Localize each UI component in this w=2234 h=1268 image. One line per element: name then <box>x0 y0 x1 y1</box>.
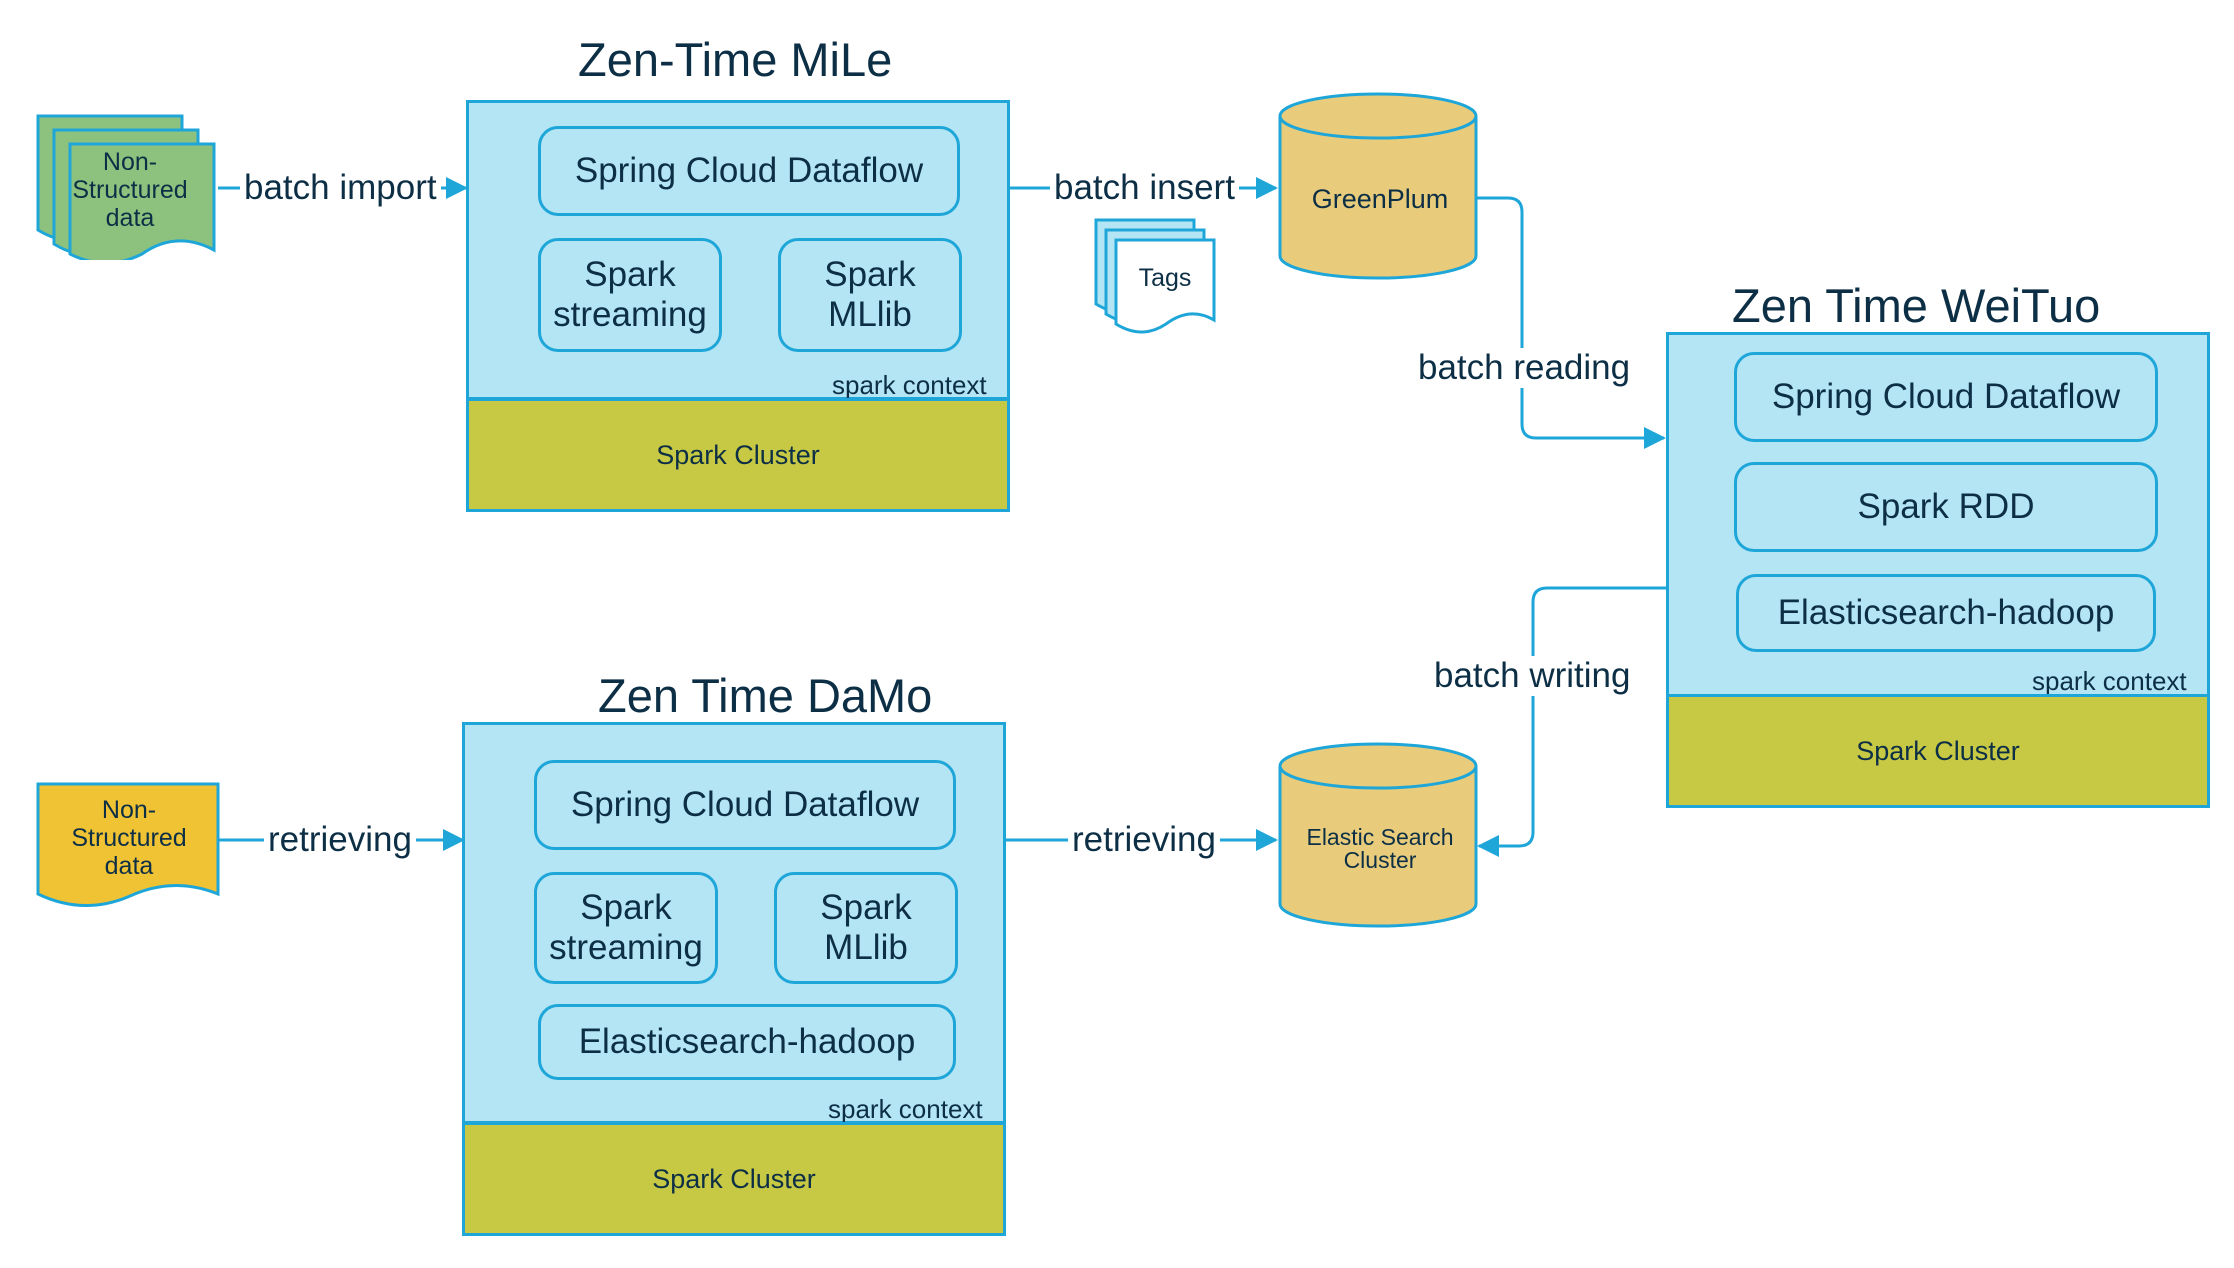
damo-module-elasticsearch-hadoop: Elasticsearch-hadoop <box>538 1004 956 1080</box>
source-bottom-label: Non- Structured data <box>71 796 187 880</box>
mile-module-spring-cloud-dataflow: Spring Cloud Dataflow <box>538 126 960 216</box>
edge-label-retrieving-in: retrieving <box>264 820 416 860</box>
edge-label-batch-reading: batch reading <box>1414 348 1635 388</box>
mile-context-label: spark context <box>832 370 987 400</box>
weituo-spark-cluster: Spark Cluster <box>1666 694 2210 808</box>
edge-label-batch-insert: batch insert <box>1050 168 1239 208</box>
mile-module-spark-mllib: Spark MLlib <box>778 238 962 352</box>
mile-title: Zen-Time MiLe <box>578 33 893 86</box>
elastic-search-cluster-database-icon <box>1278 742 1478 928</box>
weituo-module-elasticsearch-hadoop: Elasticsearch-hadoop <box>1736 574 2156 652</box>
source-top-label: Non- Structured data <box>72 148 188 232</box>
damo-module-spark-mllib: Spark MLlib <box>774 872 958 984</box>
mile-module-spark-streaming: Spark streaming <box>538 238 722 352</box>
edge-batch-reading <box>1477 196 1666 449</box>
edge-label-batch-import: batch import <box>240 168 441 208</box>
non-structured-data-stack-icon <box>36 114 216 260</box>
tags-label: Tags <box>1138 264 1192 292</box>
weituo-title: Zen Time WeiTuo <box>1732 279 2101 332</box>
damo-module-spark-streaming: Spark streaming <box>534 872 718 984</box>
edge-label-batch-writing: batch writing <box>1430 656 1635 696</box>
damo-context-label: spark context <box>828 1094 983 1124</box>
weituo-context-label: spark context <box>2032 666 2187 696</box>
greenplum-database-icon <box>1278 92 1478 280</box>
damo-spark-cluster: Spark Cluster <box>462 1122 1006 1236</box>
damo-title: Zen Time DaMo <box>598 669 933 722</box>
damo-module-spring-cloud-dataflow: Spring Cloud Dataflow <box>534 760 956 850</box>
edge-batch-writing <box>1477 586 1666 857</box>
greenplum-label: GreenPlum <box>1311 184 1449 214</box>
mile-spark-cluster: Spark Cluster <box>466 398 1010 512</box>
weituo-module-spring-cloud-dataflow: Spring Cloud Dataflow <box>1734 352 2158 442</box>
elastic-search-cluster-label: Elastic Search Cluster <box>1306 824 1454 873</box>
tags-document-stack-icon <box>1094 218 1216 334</box>
non-structured-data-doc-icon <box>36 782 220 907</box>
weituo-module-spark-rdd: Spark RDD <box>1734 462 2158 552</box>
edge-label-retrieving-out: retrieving <box>1068 820 1220 860</box>
